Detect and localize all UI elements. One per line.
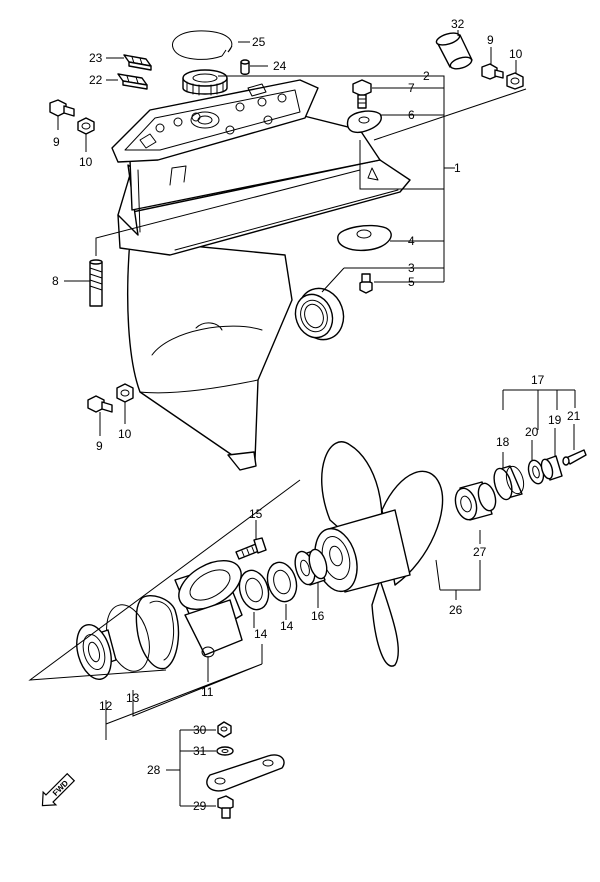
callout-32: 32 [451, 17, 465, 31]
callout-25: 25 [252, 35, 266, 49]
callout-27: 27 [473, 545, 487, 559]
callout-9-upper-left: 9 [53, 135, 60, 149]
bushing-27 [454, 481, 497, 521]
callout-28: 28 [147, 763, 161, 777]
callout-6: 6 [408, 108, 415, 122]
gear-case-housing [111, 79, 411, 471]
callout-14-b: 14 [280, 619, 294, 633]
shim-22 [117, 73, 148, 90]
callout-29: 29 [193, 799, 207, 813]
callout-9-upper-right: 9 [487, 33, 494, 47]
oil-seal-14-b [266, 561, 298, 603]
callout-11: 11 [201, 685, 214, 699]
bolt-9-upper-left [49, 99, 75, 117]
fwd-arrow-icon: FWD [41, 772, 76, 807]
propeller-26 [314, 441, 444, 667]
bolt-5 [359, 273, 373, 294]
callout-23: 23 [89, 51, 103, 65]
nut-10-upper-left [77, 117, 95, 135]
callout-15: 15 [249, 507, 263, 521]
callout-2: 2 [423, 69, 430, 83]
callout-19: 19 [548, 413, 562, 427]
callout-9-lower-left: 9 [96, 439, 103, 453]
bolt-29 [217, 795, 234, 819]
callout-16: 16 [311, 609, 325, 623]
circlip [172, 30, 233, 60]
callout-1: 1 [454, 161, 461, 175]
callout-31: 31 [193, 744, 207, 758]
castle-nut-19 [540, 455, 563, 481]
bolt-9-lower-left [87, 395, 113, 413]
washer-20 [527, 459, 545, 485]
callout-12: 12 [99, 699, 113, 713]
stud-bolt-8 [89, 259, 103, 307]
callout-17: 17 [531, 373, 545, 387]
cotter-pin-21 [562, 449, 587, 466]
oil-seal-14-a [238, 569, 270, 611]
callout-13: 13 [126, 691, 140, 705]
top-bearing [182, 69, 228, 96]
callout-18: 18 [496, 435, 510, 449]
bolt-9-upper-right [481, 63, 504, 80]
callout-10-upper-right: 10 [509, 47, 523, 61]
bearing-housing-11 [135, 560, 243, 670]
shim-23 [123, 54, 152, 71]
bearing-3 [294, 287, 345, 341]
anode-bar-28 [206, 754, 285, 792]
callout-22: 22 [89, 73, 103, 87]
callout-10-lower-left: 10 [118, 427, 132, 441]
washer-18 [493, 465, 525, 501]
callout-20: 20 [525, 425, 539, 439]
trim-tab-4 [337, 224, 392, 252]
callout-21: 21 [567, 409, 581, 423]
callout-26: 26 [449, 603, 463, 617]
callout-3: 3 [408, 261, 415, 275]
bolt-7 [352, 79, 372, 109]
callout-5: 5 [408, 275, 415, 289]
washer-plate-6 [346, 110, 382, 134]
bolt-15 [235, 537, 267, 560]
callout-24: 24 [273, 59, 287, 73]
dowel-pin [240, 59, 250, 75]
callout-7: 7 [408, 81, 415, 95]
nut-30 [217, 721, 232, 738]
spacer-16 [294, 548, 328, 586]
callout-4: 4 [408, 234, 415, 248]
callout-10-upper-left: 10 [79, 155, 93, 169]
nut-10-upper-right [506, 72, 524, 90]
callout-8: 8 [52, 274, 59, 288]
callout-14-a: 14 [254, 627, 268, 641]
nut-10-lower-left [116, 383, 134, 403]
speedo-nipple-32 [435, 32, 473, 70]
washer-31 [216, 746, 234, 756]
callout-30: 30 [193, 723, 207, 737]
